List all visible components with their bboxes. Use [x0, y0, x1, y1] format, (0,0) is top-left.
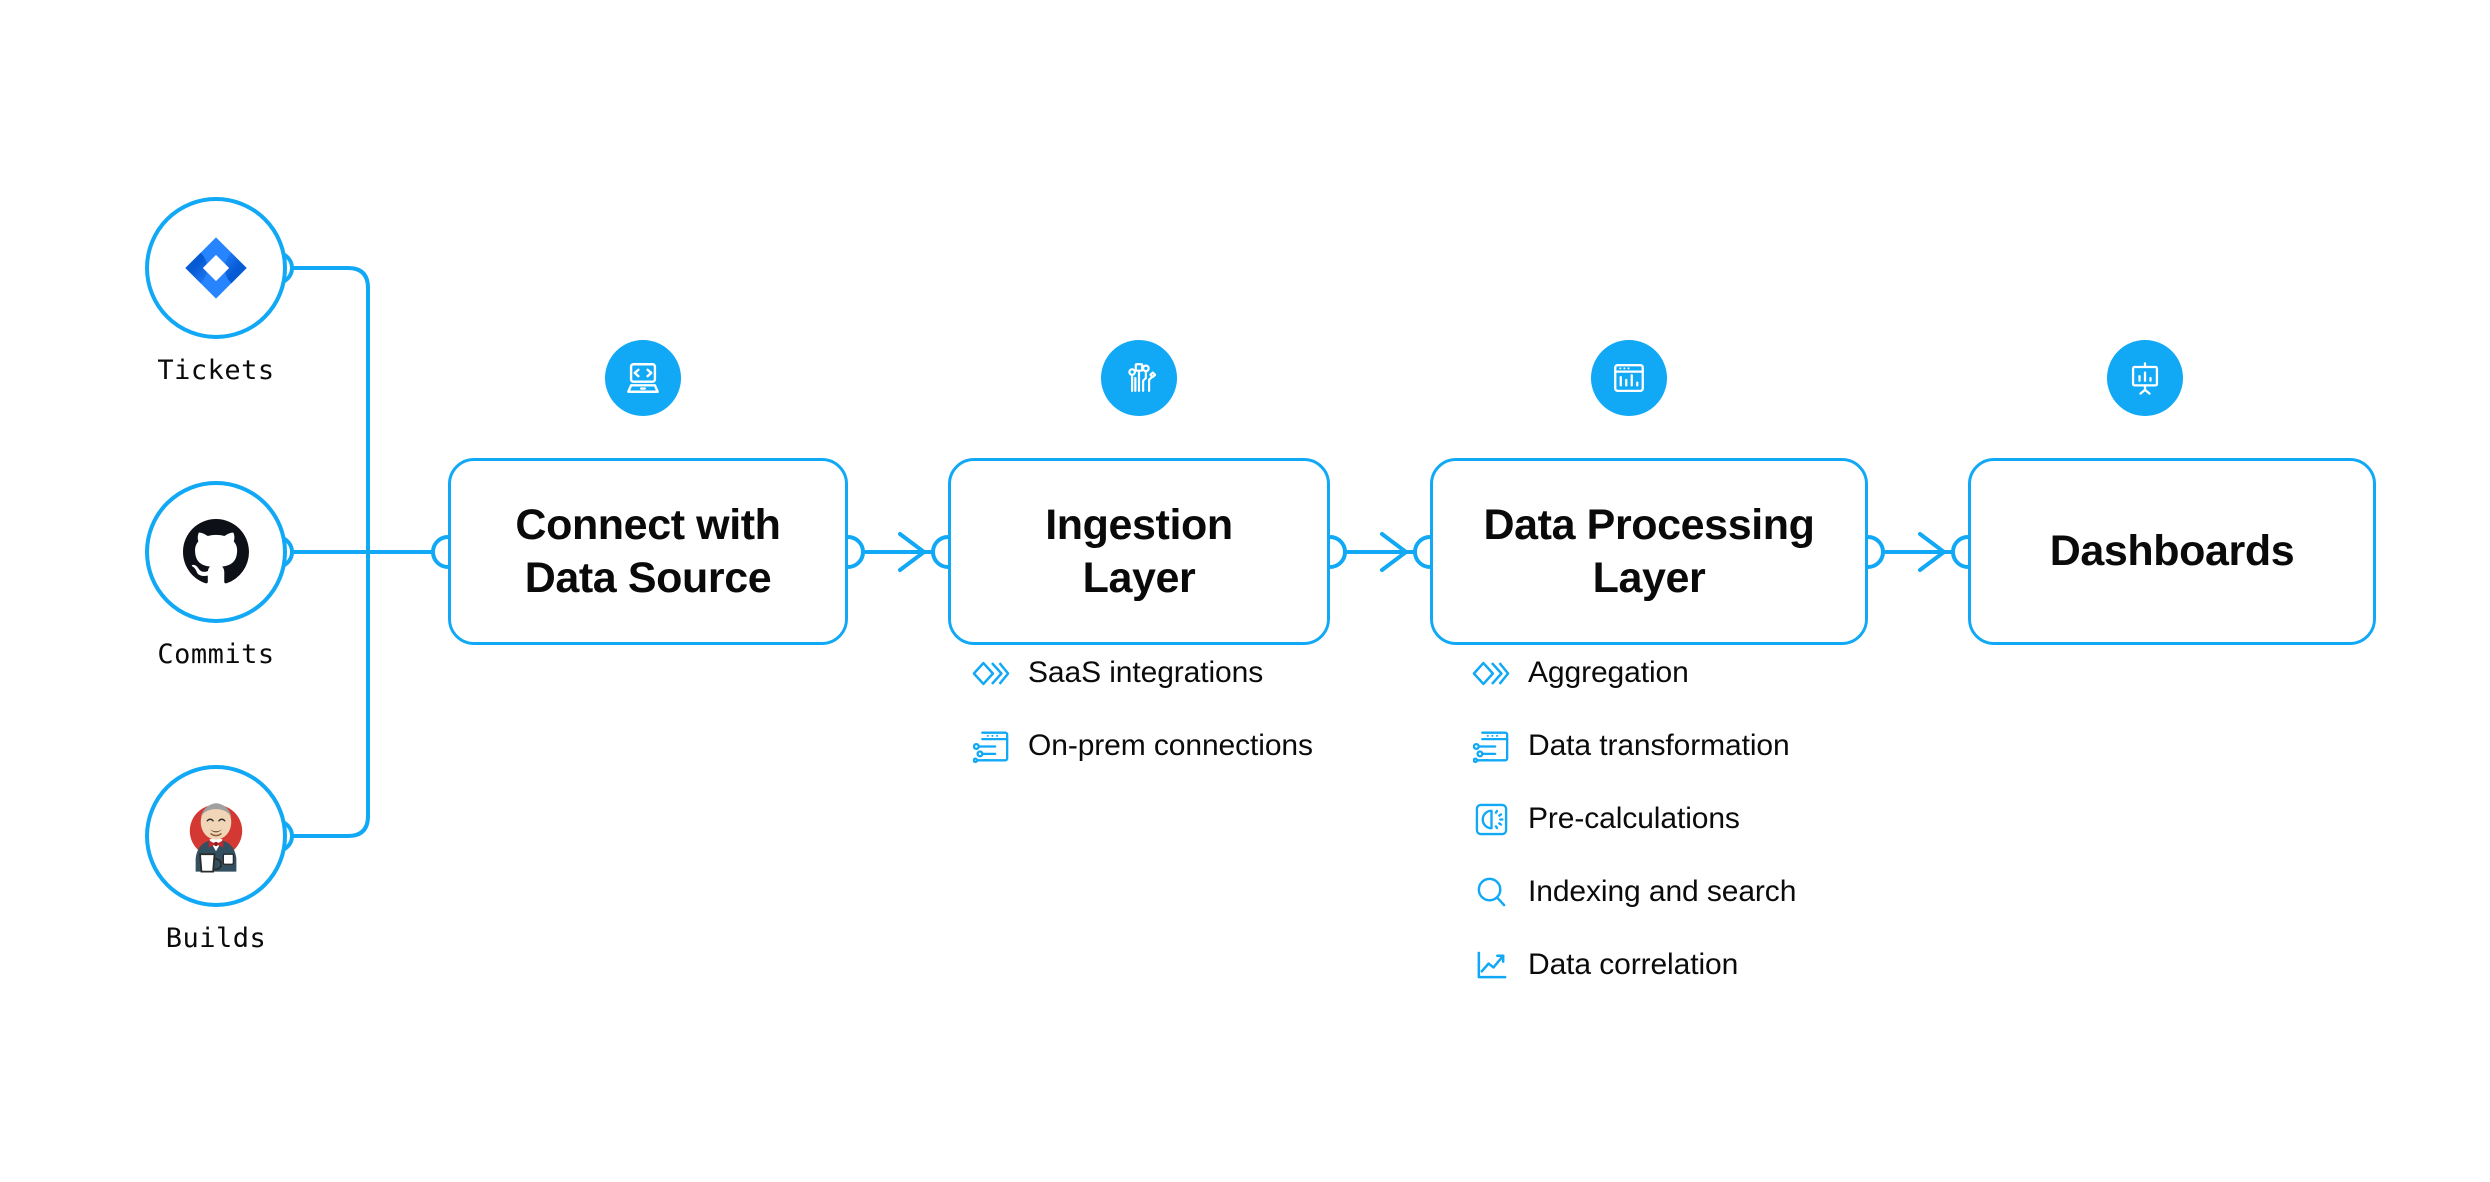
stage-title-connect-with-data-source: Connect with Data Source	[515, 501, 781, 602]
feature-label: On-prem connections	[1028, 729, 1313, 762]
stage-box-connect-with-data-source[interactable]: Connect with Data Source	[448, 458, 848, 645]
window-sliders-icon	[972, 727, 1010, 765]
feature-list-ingestion-layer: SaaS integrations On-prem conne	[972, 650, 1313, 796]
feature-label: Data transformation	[1528, 729, 1790, 762]
source-node-commits[interactable]: Commits	[145, 481, 287, 670]
window-sliders-icon	[1472, 727, 1510, 765]
layered-chevrons-icon	[972, 654, 1010, 692]
source-label-commits: Commits	[157, 639, 275, 670]
feature-label: SaaS integrations	[1028, 656, 1264, 689]
line-chart-icon	[1472, 946, 1510, 984]
circuit-nodes-icon	[1101, 340, 1177, 416]
feature-label: Pre-calculations	[1528, 802, 1740, 835]
layered-chevrons-icon	[1472, 654, 1510, 692]
stage-title-ingestion-layer: Ingestion Layer	[1045, 501, 1233, 602]
source-label-builds: Builds	[165, 923, 267, 954]
stage-box-dashboards[interactable]: Dashboards	[1968, 458, 2376, 645]
wire-tickets-to-bus	[290, 266, 370, 554]
magnifier-icon	[1472, 873, 1510, 911]
arrow-head-2	[1380, 532, 1408, 572]
jira-logo-icon	[177, 229, 255, 307]
source-node-tickets[interactable]: Tickets	[145, 197, 287, 386]
feature-label: Data correlation	[1528, 948, 1739, 981]
feature-item-saas-integrations: SaaS integrations	[972, 650, 1313, 696]
feature-item-aggregation: Aggregation	[1472, 650, 1796, 696]
arrow-head-3	[1918, 532, 1946, 572]
stage-title-dashboards: Dashboards	[2049, 527, 2295, 576]
stage-box-ingestion-layer[interactable]: Ingestion Layer	[948, 458, 1330, 645]
wire-builds-to-bus	[290, 550, 370, 838]
feature-item-data-transformation: Data transformation	[1472, 723, 1796, 769]
feature-item-pre-calculations: Pre-calculations	[1472, 796, 1796, 842]
feature-item-on-prem-connections: On-prem connections	[972, 723, 1313, 769]
jenkins-logo-icon	[177, 797, 255, 875]
laptop-code-icon	[605, 340, 681, 416]
source-node-builds[interactable]: Builds	[145, 765, 287, 954]
window-barchart-icon	[1591, 340, 1667, 416]
source-label-tickets: Tickets	[157, 355, 275, 386]
source-ring-commits	[145, 481, 287, 623]
arrow-head-1	[898, 532, 926, 572]
gauge-square-icon	[1472, 800, 1510, 838]
feature-item-indexing-and-search: Indexing and search	[1472, 869, 1796, 915]
feature-item-data-correlation: Data correlation	[1472, 942, 1796, 988]
stage-title-data-processing-layer: Data Processing Layer	[1483, 501, 1815, 602]
presentation-chart-icon	[2107, 340, 2183, 416]
github-logo-icon	[177, 513, 255, 591]
feature-label: Indexing and search	[1528, 875, 1797, 908]
feature-list-data-processing-layer: Aggregation Data transformation	[1472, 650, 1796, 1015]
stage-box-data-processing-layer[interactable]: Data Processing Layer	[1430, 458, 1868, 645]
feature-label: Aggregation	[1528, 656, 1689, 689]
